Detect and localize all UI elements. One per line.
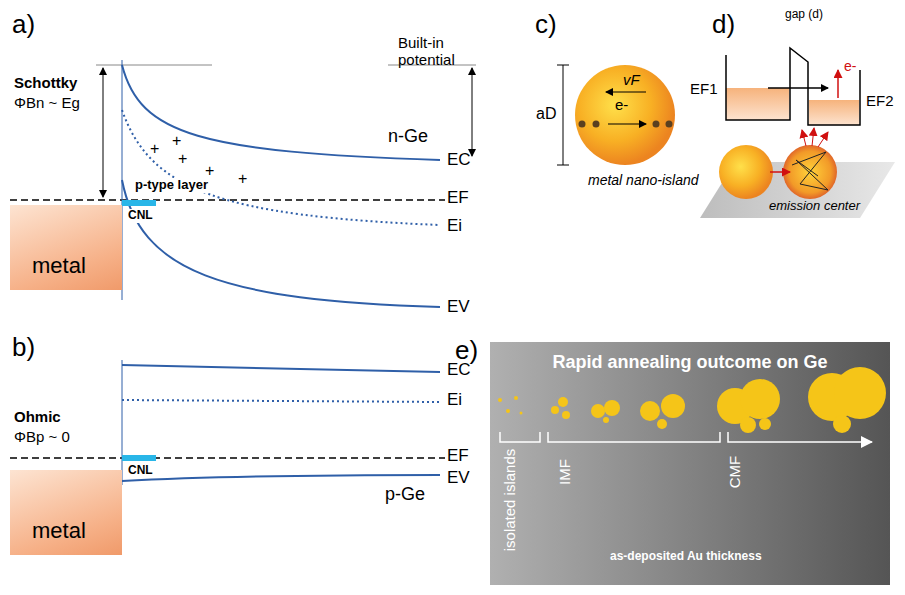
charge-sign: +: [178, 150, 187, 168]
band-label: EV: [447, 468, 470, 488]
cnl-label: CNL: [126, 209, 155, 223]
charge-sign: +: [238, 170, 247, 188]
metal-block: metal: [10, 470, 122, 555]
regime-label: isolated islands: [501, 449, 518, 552]
metal-label: metal: [32, 518, 86, 543]
charge-sign: +: [172, 132, 181, 150]
material-label: n-Ge: [388, 126, 428, 147]
nano-island: vF e-: [575, 65, 675, 165]
band-label: EC: [447, 150, 471, 170]
band-label: Ei: [447, 216, 462, 236]
barrier-type: Schottky: [14, 74, 77, 91]
panel-letter: a): [12, 10, 35, 40]
barrier-height: ΦBn ~ Eg: [14, 94, 80, 111]
fermi-label: EF2: [866, 92, 894, 109]
metal-block: metal: [10, 205, 122, 290]
band-label: Ei: [447, 390, 462, 410]
contact-type: Ohmic: [14, 408, 61, 425]
metal-label: metal: [32, 253, 86, 278]
electron-label: e-: [844, 58, 856, 74]
electron-label: e-: [615, 96, 628, 113]
band-label: EF: [447, 188, 469, 208]
panel-letter: c): [535, 10, 557, 40]
panel-letter: d): [712, 10, 735, 40]
barrier-height: ΦBp ~ 0: [14, 428, 70, 445]
panel-letter: e): [455, 336, 478, 366]
regime-label: CMF: [726, 456, 743, 489]
gap-label: gap (d): [784, 8, 824, 22]
band-label: EV: [447, 297, 470, 317]
fermi-label: EF1: [690, 80, 718, 97]
diameter-label: aD: [536, 105, 556, 123]
cnl-label: CNL: [126, 464, 155, 478]
island-caption: metal nano-island: [588, 172, 699, 188]
panel-letter: b): [12, 333, 35, 363]
axis-label: as-deposited Au thickness: [610, 550, 762, 564]
regime-label: IMF: [556, 459, 573, 485]
potential-label: Built-in potential: [398, 34, 470, 69]
layer-label: p-type layer: [133, 178, 210, 193]
velocity-label: vF: [623, 71, 640, 88]
emission-caption: emission center: [769, 199, 860, 214]
annealing-panel: Rapid annealing outcome on Ge isolated is…: [490, 342, 890, 585]
band-label: EF: [447, 446, 469, 466]
material-label: p-Ge: [385, 484, 425, 505]
panel-title: Rapid annealing outcome on Ge: [490, 352, 890, 373]
charge-sign: +: [150, 140, 159, 158]
